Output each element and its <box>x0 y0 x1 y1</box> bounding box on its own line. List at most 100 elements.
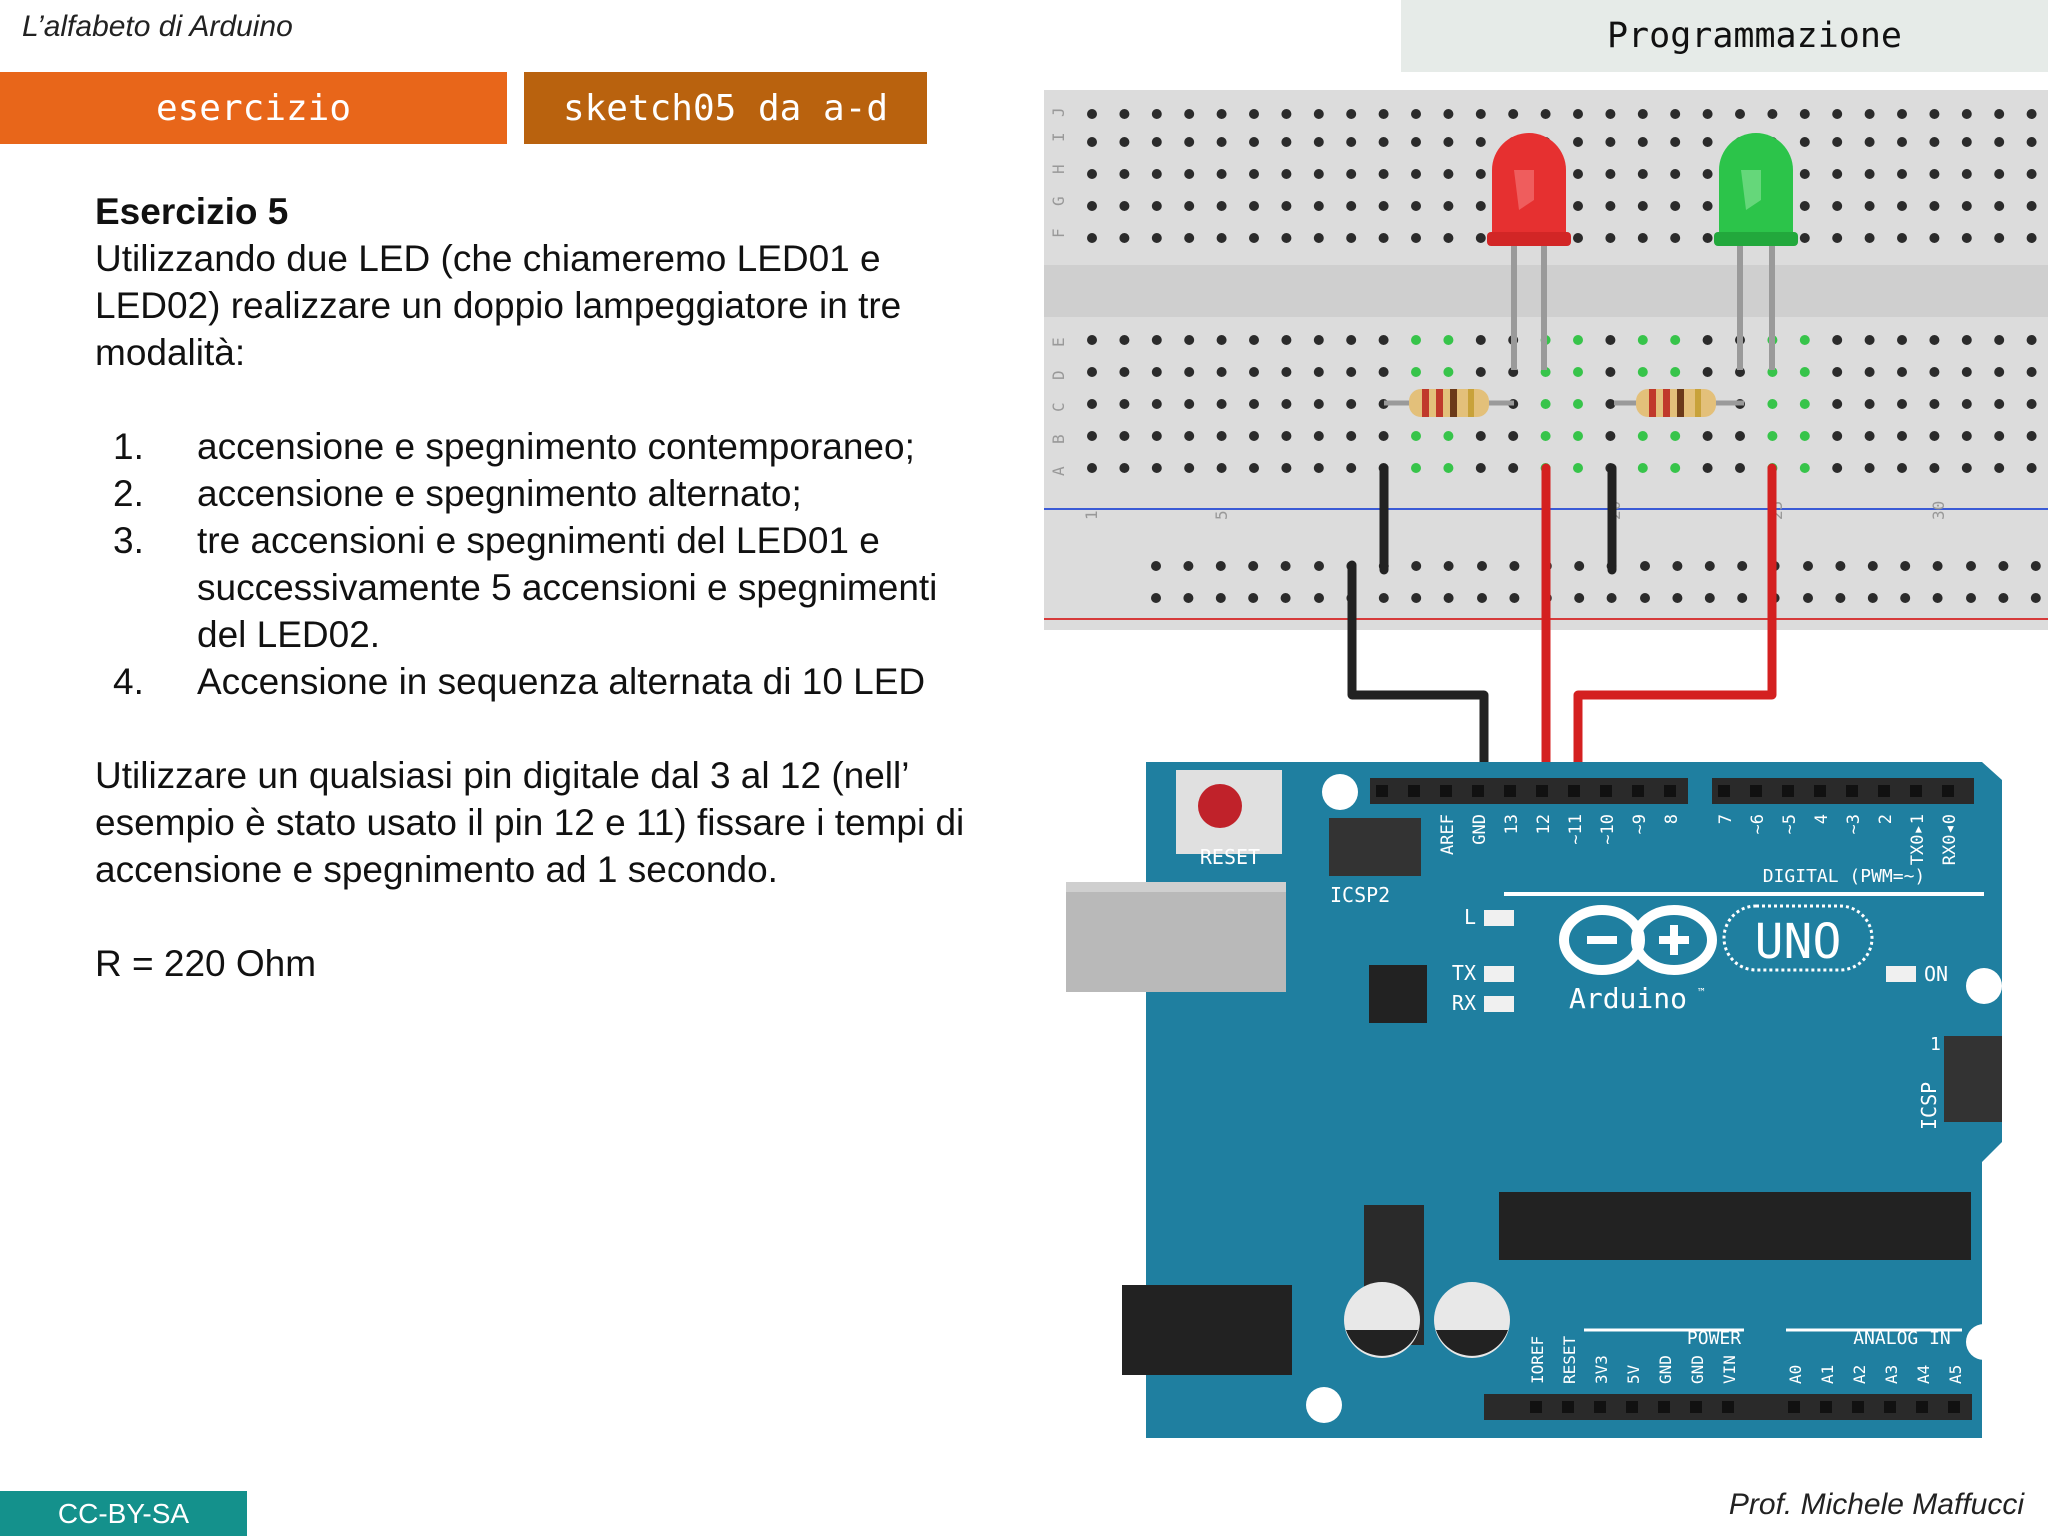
breadboard-hole <box>1832 201 1843 211</box>
course-title: L’alfabeto di Arduino <box>22 10 293 43</box>
rail-hole <box>1411 561 1422 571</box>
section-banner: Programmazione <box>1401 0 2048 72</box>
breadboard-hole <box>1378 335 1389 345</box>
power-pin-label: IOREF <box>1528 1336 1547 1384</box>
breadboard-hole <box>1929 367 1940 377</box>
rail-hole <box>1672 561 1683 571</box>
rail-hole <box>1314 561 1324 571</box>
analog-pin-label: A0 <box>1786 1365 1805 1384</box>
breadboard-hole <box>1864 399 1875 409</box>
breadboard-hole <box>1961 109 1972 119</box>
breadboard-hole <box>1864 367 1875 377</box>
breadboard-hole <box>1184 109 1195 119</box>
breadboard-hole <box>1346 137 1357 147</box>
header-pin <box>1942 785 1954 797</box>
breadboard-hole <box>1411 109 1421 119</box>
breadboard-hole <box>1087 137 1097 147</box>
breadboard-hole <box>1961 201 1972 211</box>
breadboard-hole <box>1151 335 1162 345</box>
breadboard-hole <box>1897 169 1907 179</box>
row-letter: E <box>1049 337 1068 347</box>
breadboard-hole <box>1637 109 1648 119</box>
breadboard-hole <box>1994 201 2005 211</box>
breadboard-hole <box>1637 169 1648 179</box>
breadboard-hole <box>1994 169 2005 179</box>
digital-pin-label: ~11 <box>1566 814 1586 845</box>
led-green <box>1714 133 1798 370</box>
breadboard-hole <box>1832 109 1843 119</box>
breadboard-hole <box>1087 399 1097 409</box>
breadboard-hole <box>1573 169 1583 179</box>
breadboard-hole <box>1929 335 1940 345</box>
circuit-diagram: J I H G F E D C B A 1 5 20 25 30 <box>1044 90 2048 1438</box>
rail-hole <box>1378 593 1389 603</box>
breadboard-hole <box>1475 137 1486 147</box>
usb-chip <box>1369 965 1427 1023</box>
header-pin <box>1472 785 1484 797</box>
breadboard-hole <box>1994 431 2005 441</box>
breadboard-hole <box>1087 431 1097 441</box>
breadboard-hole <box>1670 169 1681 179</box>
author-name: Prof. Michele Maffucci <box>1728 1488 2024 1521</box>
row-letter: B <box>1049 434 1068 444</box>
breadboard-hole <box>1475 201 1486 211</box>
breadboard-hole <box>1637 233 1648 243</box>
breadboard-hole <box>1605 169 1616 179</box>
breadboard-hole <box>1151 367 1162 377</box>
breadboard-hole <box>1961 399 1972 409</box>
power-pin-label: 3V3 <box>1592 1355 1611 1384</box>
breadboard-hole <box>1897 367 1907 377</box>
rail-hole <box>1932 561 1943 571</box>
digital-pin-label: 2 <box>1876 814 1896 824</box>
breadboard-hole <box>1897 137 1907 147</box>
breadboard-hole <box>1346 367 1357 377</box>
step-text: accensione e spegnimento alternato; <box>197 473 802 514</box>
breadboard-hole <box>1281 233 1292 243</box>
header-pin <box>1632 785 1644 797</box>
breadboard-hole <box>1216 109 1227 119</box>
breadboard-hole <box>1832 431 1843 441</box>
breadboard-hole <box>1670 233 1681 243</box>
breadboard-hole <box>1151 109 1162 119</box>
reset-label: RESET <box>1200 845 1260 869</box>
header-pin <box>1658 1401 1670 1413</box>
uno-badge <box>1722 904 1874 972</box>
breadboard-hole <box>1799 431 1810 441</box>
breadboard-hole <box>1475 109 1486 119</box>
breadboard-hole <box>1475 169 1486 179</box>
breadboard-hole <box>1929 399 1940 409</box>
breadboard-hole <box>1605 399 1616 409</box>
step-number: 2. <box>113 473 144 514</box>
header-pin <box>1910 785 1922 797</box>
header-pin <box>1718 785 1730 797</box>
breadboard-hole <box>1670 109 1681 119</box>
digital-pin-label: TX0▸1 <box>1908 814 1928 865</box>
breadboard-hole <box>1443 431 1454 441</box>
rail-hole <box>1280 593 1291 603</box>
breadboard-hole <box>1799 463 1810 473</box>
breadboard-hole <box>1249 431 1259 441</box>
breadboard-hole <box>1411 367 1421 377</box>
list-item: 1.accensione e spegnimento contemporaneo… <box>95 423 975 470</box>
breadboard-hole <box>2026 367 2037 377</box>
breadboard-hole <box>2026 169 2037 179</box>
breadboard-hole <box>1119 201 1130 211</box>
led-red <box>1487 133 1571 370</box>
breadboard-hole <box>1702 201 1713 211</box>
trademark: ™ <box>1698 986 1705 999</box>
reset-button-cap[interactable] <box>1198 784 1242 828</box>
rail-hole <box>1248 561 1259 571</box>
breadboard-hole <box>1184 463 1195 473</box>
tab-exercise[interactable]: esercizio <box>0 72 507 144</box>
breadboard-hole <box>1832 463 1843 473</box>
mount-hole <box>1966 968 2002 1004</box>
breadboard-hole <box>1702 463 1713 473</box>
header-pin <box>1408 785 1420 797</box>
tab-sketch[interactable]: sketch05 da a-d <box>524 72 927 144</box>
breadboard-hole <box>1119 109 1130 119</box>
breadboard-hole <box>1087 201 1097 211</box>
breadboard-hole <box>1443 335 1454 345</box>
atmega-chip <box>1499 1192 1971 1260</box>
